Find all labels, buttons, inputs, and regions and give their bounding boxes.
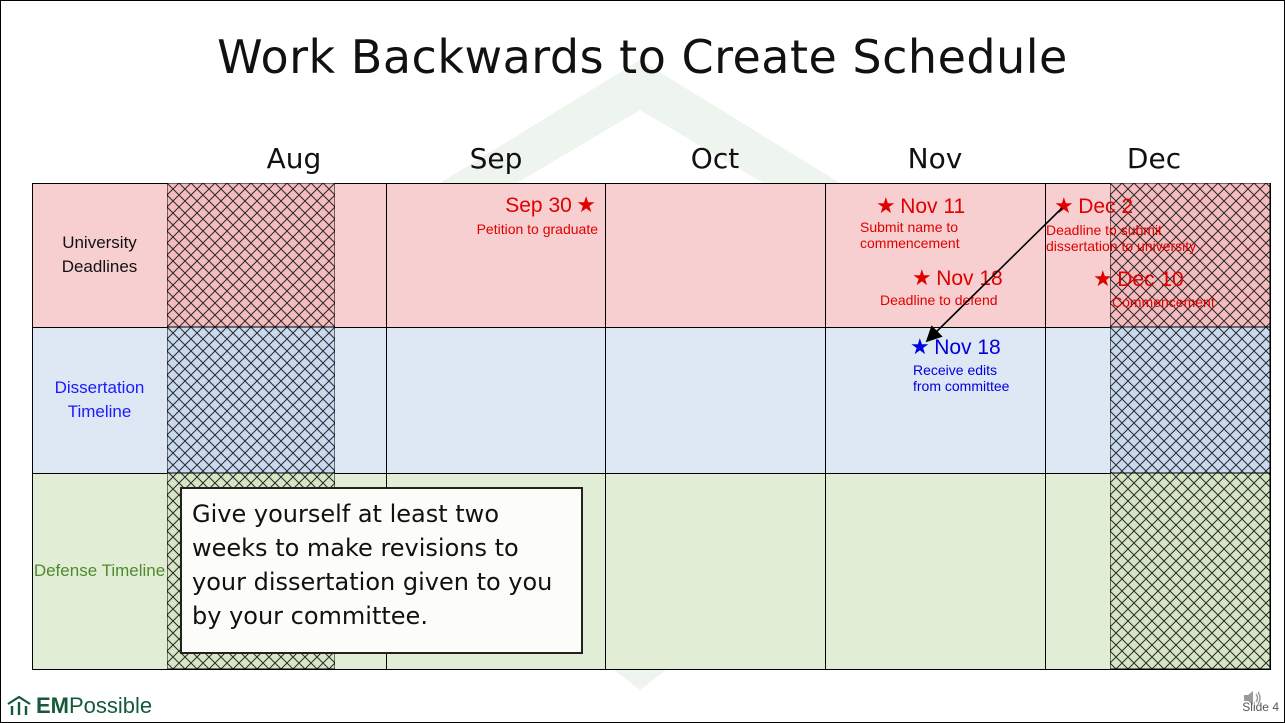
event-date: Dec 2 <box>1078 195 1134 218</box>
grid-cell <box>605 183 826 328</box>
event-dec10-desc: Commencement <box>1112 294 1215 310</box>
speaker-icon[interactable] <box>1242 688 1264 708</box>
event-date: Nov 18 <box>934 336 1001 359</box>
row-label-defense: Defense Timeline <box>33 561 166 580</box>
event-sep30: Sep 30 ★ <box>488 192 596 218</box>
month-dec: Dec <box>1126 142 1182 175</box>
slide-number: Slide 4 <box>1242 700 1279 714</box>
event-nov11: ★ Nov 11 <box>876 193 965 219</box>
star-icon: ★ <box>910 334 930 359</box>
grid-cell <box>32 327 168 474</box>
revision-callout: Give yourself at least two weeks to make… <box>180 487 583 654</box>
event-date: Nov 11 <box>900 195 966 218</box>
dec-blocked-area <box>1110 183 1270 669</box>
event-dec2: ★ Dec 2 <box>1054 193 1133 219</box>
grid-cell <box>825 473 1046 670</box>
star-icon: ★ <box>912 265 932 290</box>
grid-cell <box>32 473 168 670</box>
month-nov: Nov <box>907 142 963 175</box>
star-icon: ★ <box>576 192 596 217</box>
event-dec2-desc: Deadline to submit dissertation to unive… <box>1046 222 1197 254</box>
row-label-dissertation: Dissertation Timeline <box>54 378 145 421</box>
star-icon: ★ <box>1093 266 1113 291</box>
grid-cell <box>605 473 826 670</box>
month-aug: Aug <box>266 142 322 175</box>
empossible-logo: EMPossible <box>6 693 152 719</box>
grid-cell <box>32 183 168 328</box>
grid-cell <box>386 183 606 328</box>
empossible-logo-icon <box>7 696 31 715</box>
event-nov18: ★ Nov 18 <box>912 265 1003 291</box>
event-dec10: ★ Dec 10 <box>1093 266 1184 292</box>
month-oct: Oct <box>690 142 740 175</box>
event-nov18-desc: Deadline to defend <box>880 292 998 308</box>
slide-title: Work Backwards to Create Schedule <box>217 30 1068 84</box>
event-date: Nov 18 <box>936 267 1003 290</box>
star-icon: ★ <box>876 193 896 218</box>
event-date: Sep 30 <box>505 194 572 217</box>
event-date: Dec 10 <box>1117 268 1184 291</box>
event-nov18-blue-desc: Receive edits from committee <box>913 362 1010 394</box>
grid-cell <box>605 327 826 474</box>
star-icon: ★ <box>1054 193 1074 218</box>
event-nov18-blue: ★ Nov 18 <box>910 334 1001 360</box>
event-sep30-desc: Petition to graduate <box>476 221 598 237</box>
event-nov11-desc: Submit name to commencement <box>860 219 960 251</box>
grid-cell <box>386 327 606 474</box>
month-sep: Sep <box>469 142 523 175</box>
row-label-university: University Deadlines <box>61 233 138 276</box>
